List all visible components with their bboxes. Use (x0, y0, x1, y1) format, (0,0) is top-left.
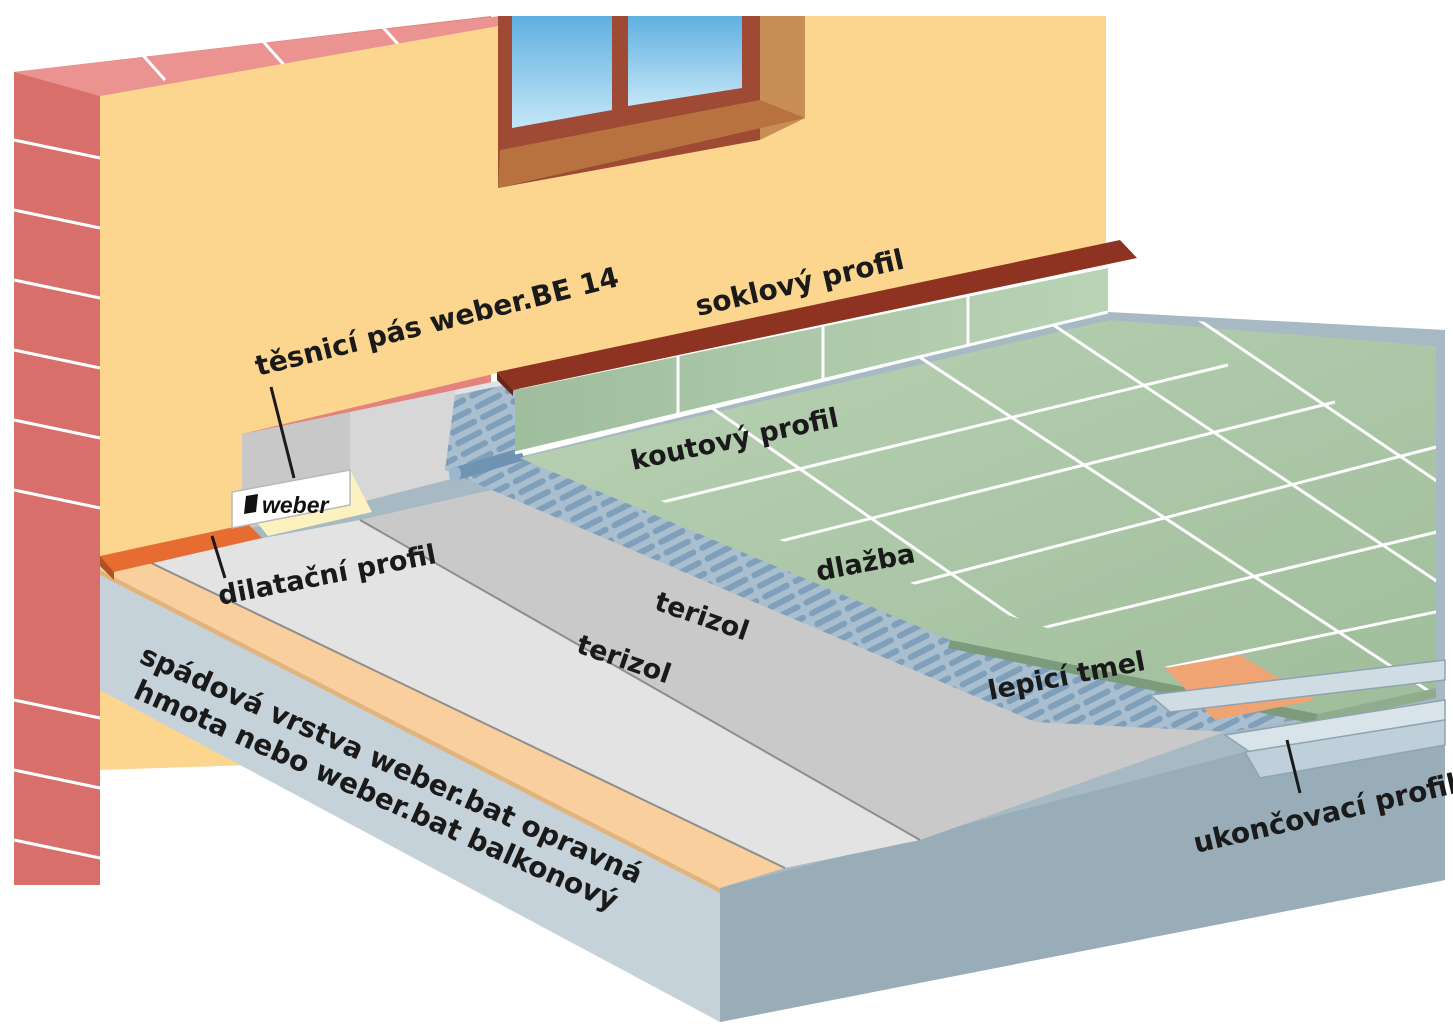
skirting-tiles (515, 268, 1108, 453)
weber-logo-text: weber (262, 492, 330, 518)
sealing-tape-weber: weber (231, 469, 372, 536)
membrane-light (145, 520, 920, 868)
weber-logo-icon (244, 494, 258, 514)
screed-layer (100, 545, 785, 888)
end-profile (1148, 655, 1446, 779)
membrane-dark (360, 488, 1230, 840)
skirting-profile (497, 240, 1137, 390)
leader-dilatacni (210, 535, 227, 579)
leader-ukoncovaci (1285, 739, 1302, 794)
leader-tesnici-pas (269, 386, 296, 479)
facade-wall (100, 16, 1106, 560)
dilatation-profile (100, 524, 262, 572)
sealing-tape-icon (449, 448, 525, 482)
window-icon (498, 16, 805, 188)
